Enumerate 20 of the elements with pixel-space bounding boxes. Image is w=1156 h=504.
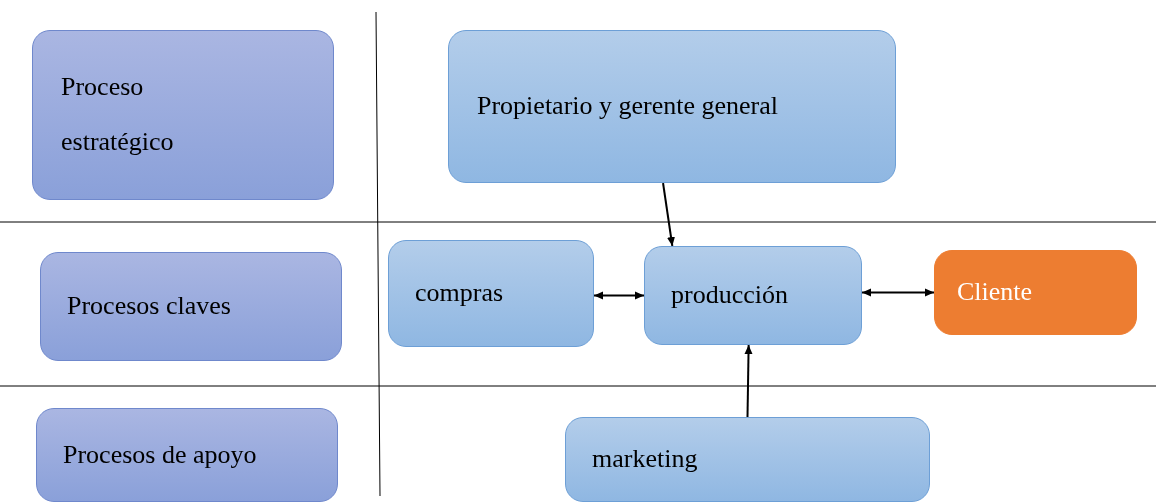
box-label: Procesos claves (67, 290, 231, 323)
process-box (32, 30, 334, 200)
process-box (40, 252, 342, 361)
box-label: producción (671, 279, 788, 312)
process-box (388, 240, 594, 347)
box-label: Propietario y gerente general (477, 90, 779, 123)
process-box (36, 408, 338, 502)
box-label: Cliente (957, 276, 1033, 309)
arrow (662, 182, 675, 247)
box-label: Proceso estratégico (61, 71, 175, 158)
box-label: marketing (592, 443, 698, 476)
box-label: compras (415, 277, 504, 310)
box-label: Procesos de apoyo (63, 438, 257, 471)
arrow (744, 344, 753, 418)
process-box (934, 250, 1137, 335)
process-box (448, 30, 896, 183)
process-box (565, 417, 930, 502)
arrow (861, 288, 935, 297)
arrow (593, 291, 645, 300)
process-box (644, 246, 862, 345)
